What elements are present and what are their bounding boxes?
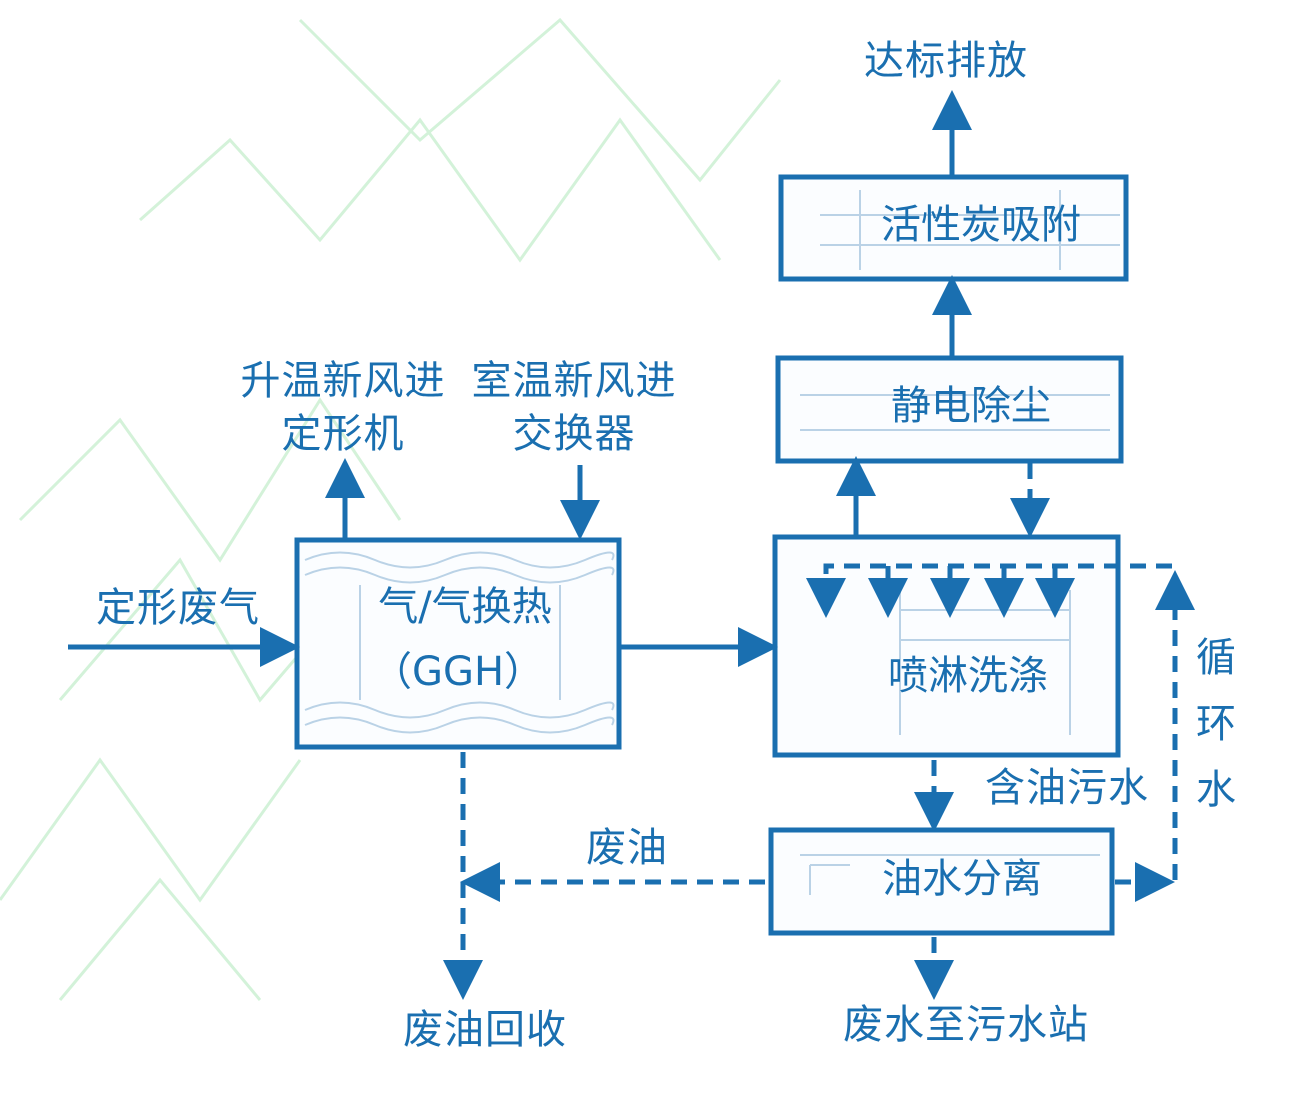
waste-oil-label: 废油 <box>586 825 668 871</box>
esp-title: 静电除尘 <box>891 383 1051 429</box>
separator-box <box>768 827 1115 936</box>
equipment-sketch <box>304 190 1120 895</box>
recycle-water-char-1: 循 <box>1196 635 1236 681</box>
esp-box <box>775 355 1124 464</box>
ggh-subtitle: （GGH） <box>371 649 545 695</box>
recycle-water-char-2: 环 <box>1196 701 1236 747</box>
room-air-label-line2: 交换器 <box>512 411 636 457</box>
ggh-title: 气/气换热 <box>378 584 552 630</box>
solid-flow-lines <box>68 90 972 667</box>
carbon-title: 活性炭吸附 <box>881 202 1081 248</box>
watermark <box>0 17 782 1001</box>
wastewater-label: 废水至污水站 <box>843 1002 1089 1048</box>
warm-air-label-line2: 定形机 <box>281 411 405 457</box>
discharge-label: 达标排放 <box>864 38 1028 84</box>
oily-water-label: 含油污水 <box>985 765 1149 811</box>
warm-air-label-line1: 升温新风进 <box>240 358 446 404</box>
exhaust-in-label: 定形废气 <box>96 585 260 631</box>
spray-title: 喷淋洗涤 <box>888 653 1048 699</box>
separator-title: 油水分离 <box>882 856 1042 902</box>
ggh-box <box>294 537 622 750</box>
room-air-label-line1: 室温新风进 <box>471 358 677 404</box>
dashed-flow-lines <box>443 463 1195 1000</box>
recycle-water-label: 循 环 水 <box>1194 638 1238 836</box>
oil-recovery-label: 废油回收 <box>403 1007 567 1053</box>
recycle-water-char-3: 水 <box>1196 767 1236 813</box>
